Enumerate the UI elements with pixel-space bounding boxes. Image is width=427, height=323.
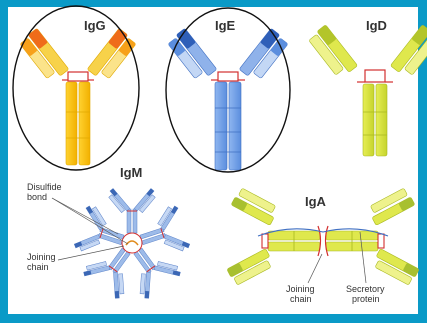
igm-disulfide-ring [122,233,142,253]
igg-label: IgG [84,18,106,33]
igm-joining-chain-label-line2: chain [27,262,49,272]
igm-joining-chain-label-line1: Joining [27,252,56,262]
iga-joining-chain-label-line1: Joining [286,284,315,294]
igm-joining-pointer [58,246,124,260]
disulfide-pointer-2 [52,198,118,234]
igm-pentamer [72,188,192,302]
iga-joining-chain-label-line2: chain [290,294,312,304]
igm-label: IgM [120,165,142,180]
ige-label: IgE [215,18,236,33]
igm-monomer [106,188,158,233]
disulfide-bond-label-line1: Disulfide [27,182,62,192]
igg-antibody [13,6,139,170]
iga-label: IgA [305,194,327,209]
igd-label: IgD [366,18,387,33]
secretory-protein-label-line2: protein [352,294,380,304]
igm-joining-chain [126,241,138,245]
disulfide-bond-label-line2: bond [27,192,47,202]
igd-antibody [307,25,427,156]
iga-joining-pointer [308,254,322,283]
secretory-protein-label-line1: Secretory [346,284,385,294]
